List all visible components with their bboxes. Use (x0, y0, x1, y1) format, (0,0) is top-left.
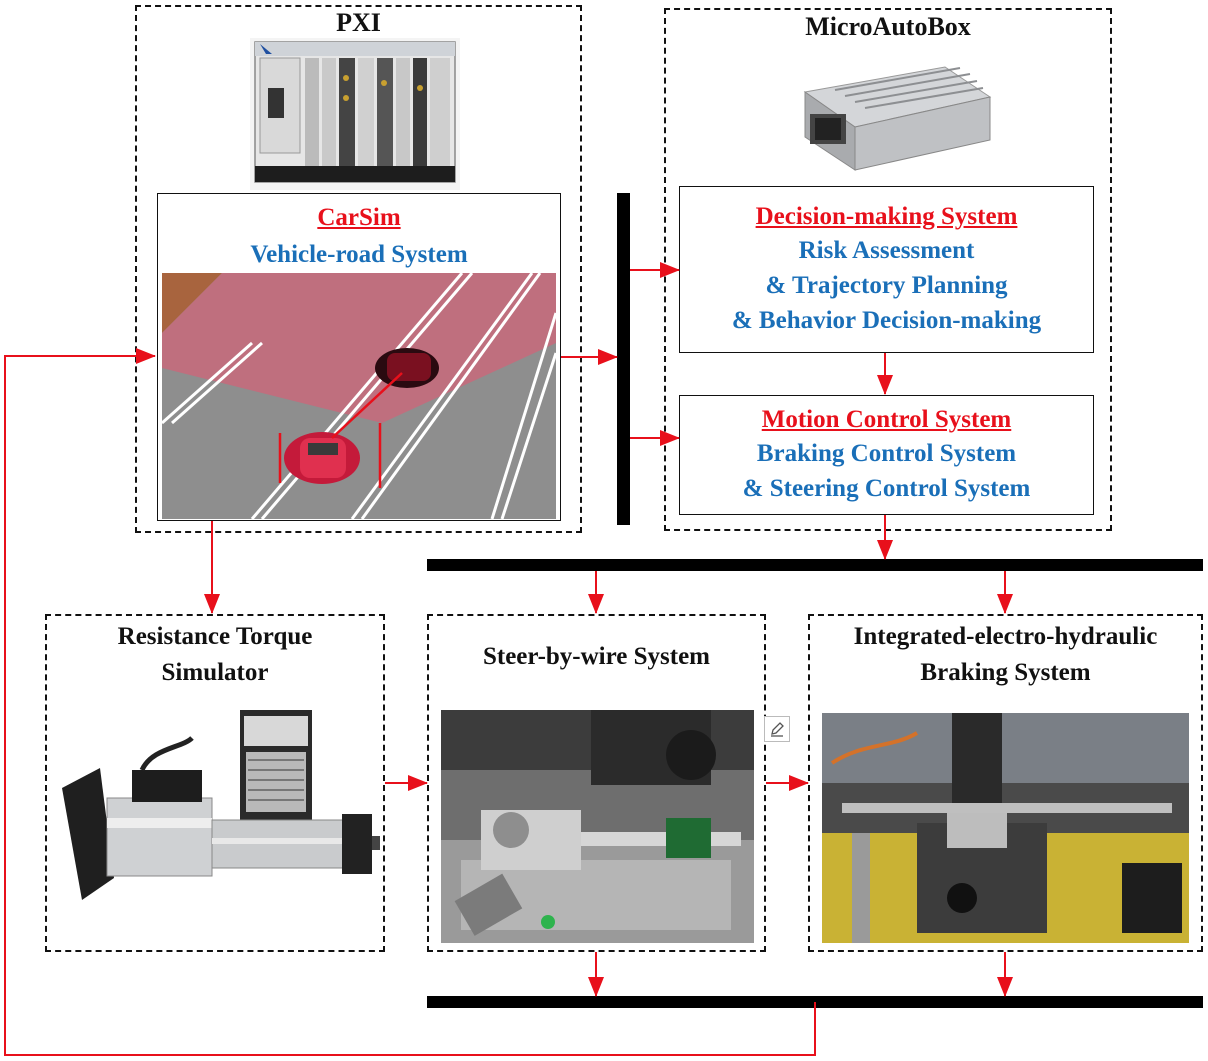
decision-line3: & Behavior Decision-making (731, 307, 1042, 334)
carsim-label: CarSim (157, 200, 561, 236)
braking-title-line2: Braking System (920, 659, 1091, 686)
decision-making-label: Decision-making System (679, 199, 1094, 235)
braking-title-line1: Integrated-electro-hydraulic (853, 623, 1158, 650)
steer-by-wire-title: Steer-by-wire System (482, 643, 710, 670)
decision-making-name: Decision-making System (755, 203, 1018, 230)
resistance-title-line1: Resistance Torque (117, 623, 313, 650)
steer-by-wire-photo (441, 710, 754, 943)
vertical-bus-bar (617, 193, 630, 525)
decision-making-box (679, 186, 1094, 353)
carsim-name: CarSim (317, 204, 401, 231)
pxi-chassis-image (250, 38, 460, 190)
braking-system-photo (822, 713, 1189, 943)
motion-line1: Braking Control System (756, 440, 1017, 467)
motion-control-name: Motion Control System (761, 406, 1012, 433)
edit-icon[interactable] (764, 716, 790, 742)
microautobox-device-image (775, 52, 1000, 180)
carsim-road-scene (162, 273, 556, 519)
decision-line2: & Trajectory Planning (765, 272, 1008, 299)
lower-bus-bar (427, 996, 1203, 1008)
motion-line2: & Steering Control System (742, 475, 1031, 502)
microautobox-title: MicroAutoBox (805, 12, 971, 41)
carsim-subtitle: Vehicle-road System (250, 241, 468, 268)
motion-control-label: Motion Control System (679, 402, 1094, 438)
pxi-title: PXI (336, 8, 381, 37)
upper-bus-bar (427, 559, 1203, 571)
resistance-motor-image (52, 708, 380, 920)
decision-line1: Risk Assessment (798, 237, 975, 264)
resistance-title-line2: Simulator (161, 659, 269, 686)
